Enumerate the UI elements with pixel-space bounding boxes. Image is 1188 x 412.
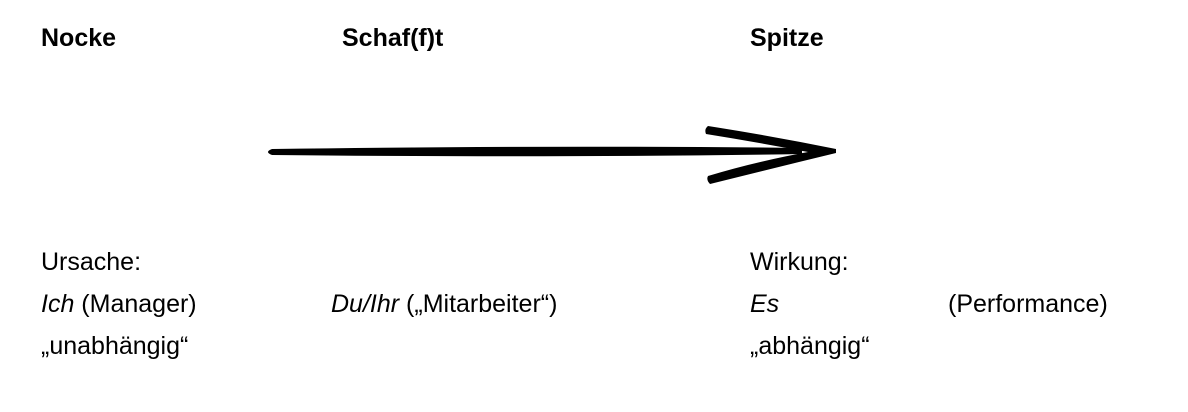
arrow-shaft — [268, 146, 802, 157]
subject-du-ihr-note: („Mitarbeiter“) — [399, 290, 558, 318]
heading-schaft: Schaf(f)t — [342, 24, 444, 52]
effect-label: Wirkung: — [750, 248, 849, 276]
dependent-label: „abhängig“ — [750, 332, 870, 360]
independent-label: „unabhängig“ — [41, 332, 189, 360]
performance-note: (Performance) — [948, 290, 1108, 318]
arrow-head — [705, 126, 836, 184]
employee-line: Du/Ihr („Mitarbeiter“) — [331, 288, 557, 320]
subject-ich-note: (Manager) — [74, 290, 197, 318]
subject-ich: Ich — [41, 290, 75, 318]
subject-du-ihr: Du/Ihr — [331, 290, 400, 318]
heading-spitze: Spitze — [750, 24, 824, 52]
subject-es: Es — [750, 290, 780, 318]
right-arrow-icon — [268, 126, 836, 184]
cause-label: Ursache: — [41, 248, 142, 276]
heading-nocke: Nocke — [41, 24, 117, 52]
manager-line: Ich (Manager) — [41, 288, 197, 320]
